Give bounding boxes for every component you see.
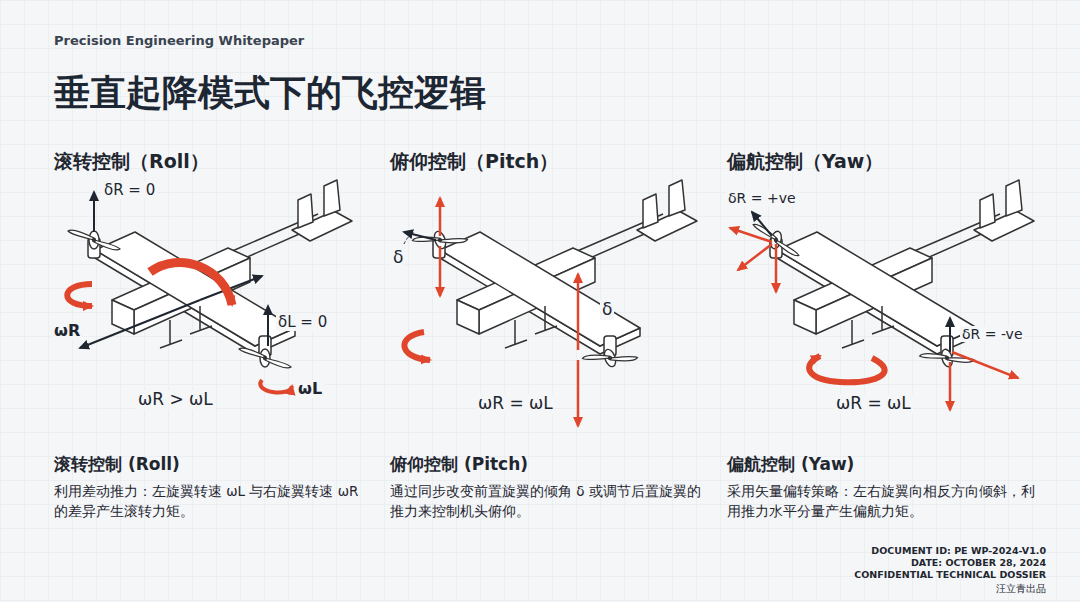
footer-credit: 汪立青出品 xyxy=(996,583,1046,595)
angle-label: δ xyxy=(600,300,614,320)
description-heading: 俯仰控制 (Pitch) xyxy=(390,452,528,477)
angle-label: δ xyxy=(391,248,405,268)
section-heading: 偏航控制（Yaw） xyxy=(727,148,883,176)
header-text: Precision Engineering Whitepaper xyxy=(54,32,304,51)
angle-label: δR = +ve xyxy=(726,190,798,206)
section-heading: 滚转控制（Roll） xyxy=(54,148,209,176)
page-title: 垂直起降模式下的飞控逻辑 xyxy=(54,72,486,113)
footer-text: DOCUMENT ID: PE WP-2024-V1.0 xyxy=(871,546,1046,557)
description-heading: 滚转控制 (Roll) xyxy=(54,452,180,477)
angle-label: δR = 0 xyxy=(102,182,157,199)
description-body: 通过同步改变前置旋翼的倾角 δ 或调节后置旋翼的推力来控制机头俯仰。 xyxy=(390,482,705,521)
description-body: 利用差动推力：左旋翼转速 ωL 与右旋翼转速 ωR 的差异产生滚转力矩。 xyxy=(54,482,369,521)
speed-label: ωL xyxy=(296,380,324,398)
section-heading: 俯仰控制（Pitch） xyxy=(390,148,558,176)
description-heading: 偏航控制 (Yaw) xyxy=(727,452,854,477)
condition-label: ωR = ωL xyxy=(476,394,555,414)
angle-label: δL = 0 xyxy=(276,314,329,331)
condition-label: ωR = ωL xyxy=(834,394,913,414)
description-body: 采用矢量偏转策略：左右旋翼向相反方向倾斜，利用推力水平分量产生偏航力矩。 xyxy=(727,482,1042,521)
speed-label: ωR xyxy=(52,322,82,340)
footer-text: DATE: OCTOBER 28, 2024 xyxy=(911,558,1046,569)
roll-aircraft xyxy=(67,180,352,393)
yaw-aircraft xyxy=(730,180,1034,410)
condition-label: ωR > ωL xyxy=(136,390,215,410)
footer-text: CONFIDENTIAL TECHNICAL DOSSIER xyxy=(854,570,1046,581)
angle-label: δR = -ve xyxy=(960,326,1025,342)
pitch-aircraft xyxy=(404,180,697,426)
